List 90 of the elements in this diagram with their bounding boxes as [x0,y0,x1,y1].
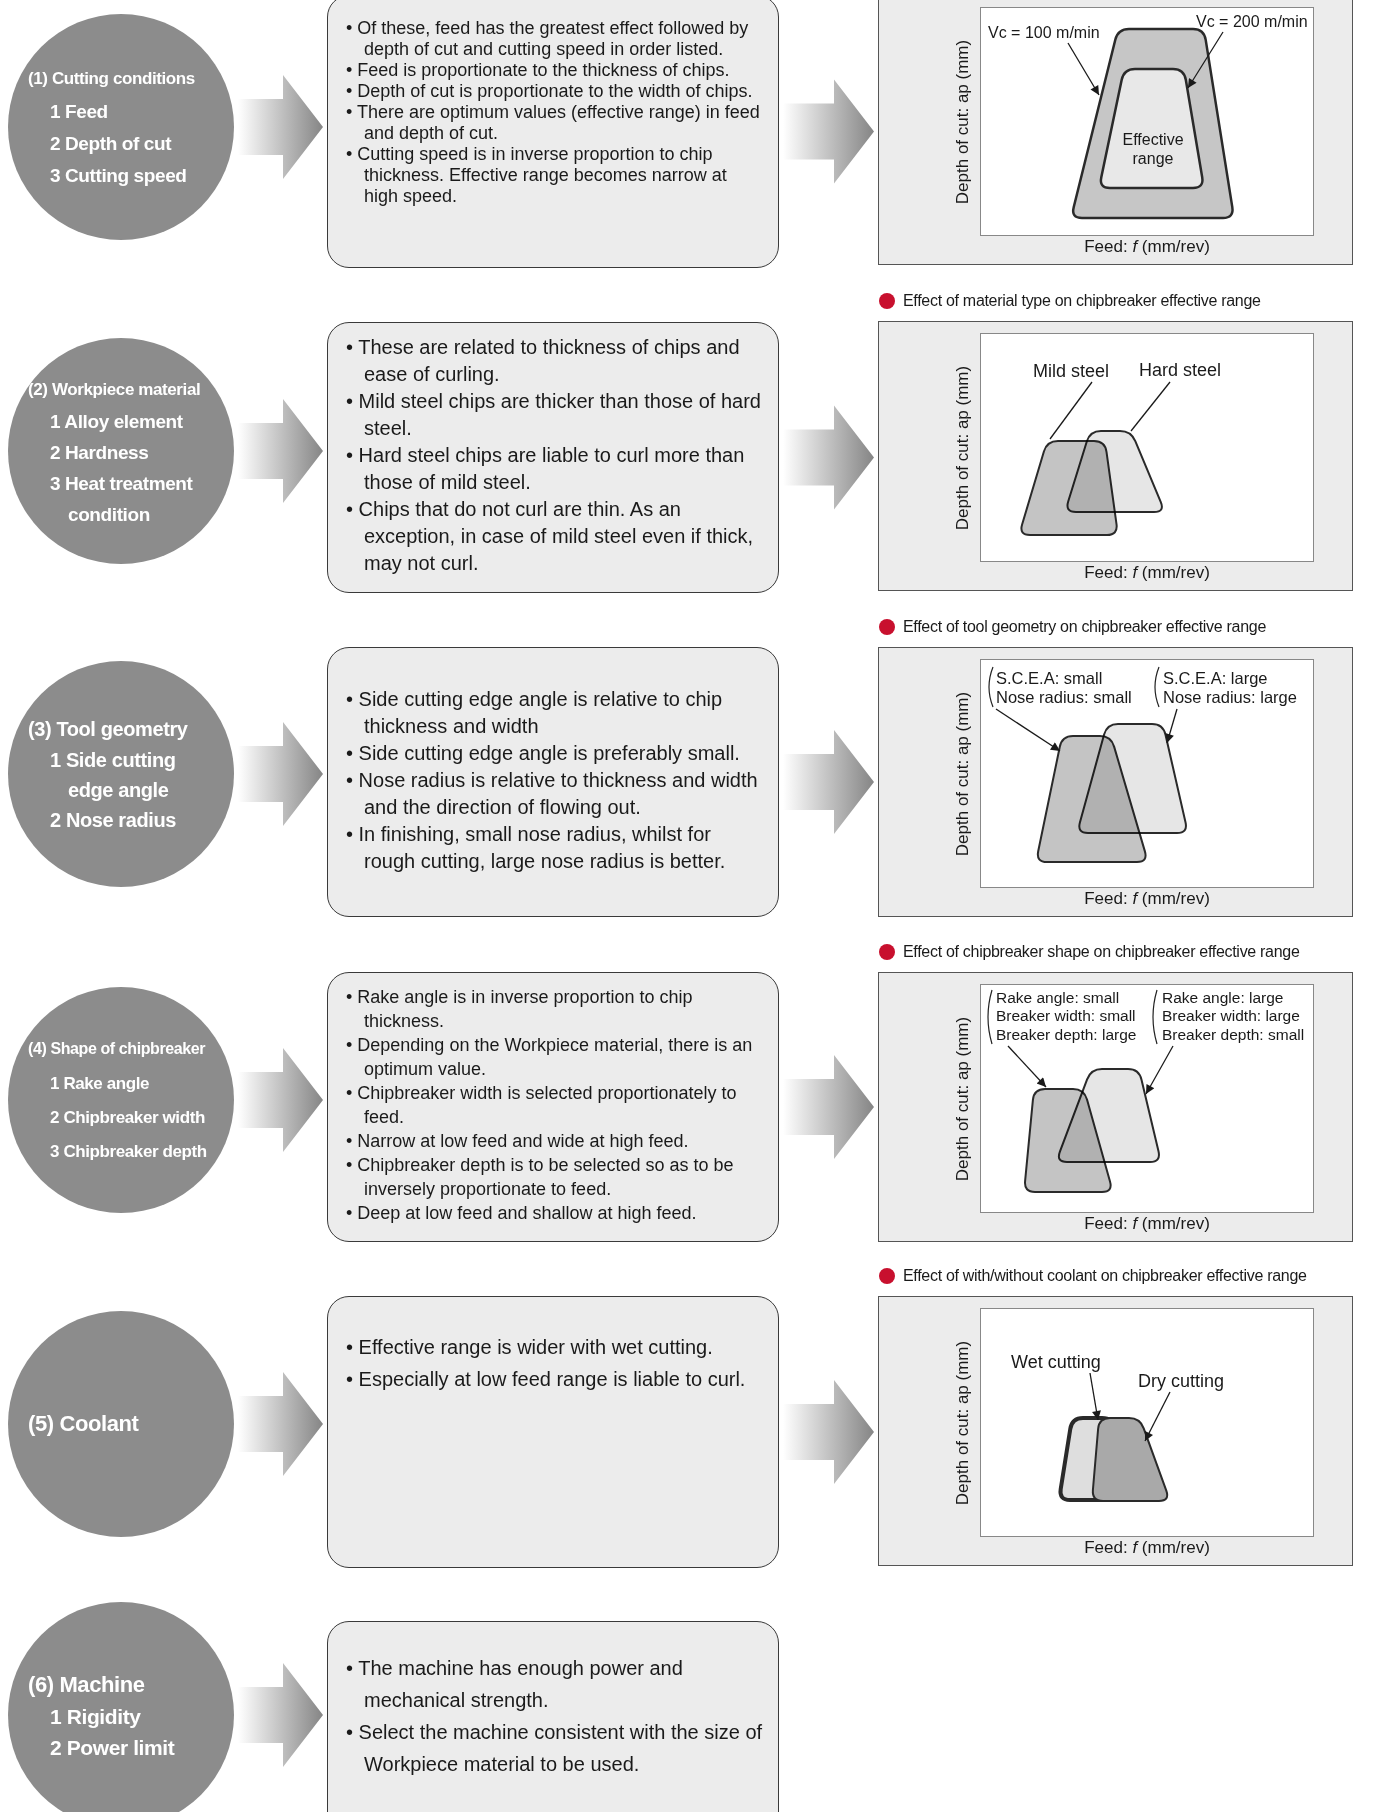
factor-item: 3 Chipbreaker depth [49,1141,208,1163]
callout-label: Nose radius: large [1163,688,1297,708]
callout-label: Vc = 200 m/min [1196,13,1308,32]
bullet-point: • Narrow at low feed and wide at high feed. [346,1130,690,1153]
leader-line [1067,42,1100,96]
callout-label: Rake angle: small [996,989,1121,1008]
leader-line [995,708,1061,752]
callout-label: Hard steel [1139,360,1222,382]
axis-label: Feed: f (mm/rev) [1083,1538,1211,1558]
factor-item: 2 Hardness [49,440,150,465]
bullet-point: • Depending on the Workpiece material, there is an optimum value. [346,1034,754,1081]
factor-item: 3 Heat treatment condition [49,471,194,527]
callout-label: Nose radius: small [996,688,1132,708]
callout-label: Breaker depth: large [996,1025,1137,1044]
leader-line [1187,31,1224,89]
bullet-point: • Nose radius is relative to thickness and width and the direction of flowing out. [346,767,759,820]
bullet-point: • Hard steel chips are liable to curl more than those of mild steel. [346,443,746,495]
bullet-point: • Depth of cut is proportionate to the width of chips. [346,81,754,102]
description-box [327,0,779,268]
callout-label: Breaker width: small [996,1007,1137,1026]
leader-line [1145,1045,1174,1095]
callout-label: S.C.E.A: small [996,669,1104,689]
bullet-point: • Side cutting edge angle is preferably small. [346,740,741,766]
bullet-point: • Feed is proportionate to the thickness of chips. [346,60,731,81]
leader-line [1049,381,1093,440]
description-box [327,1296,779,1568]
leader-line [1165,708,1178,744]
axis-label: Feed: f (mm/rev) [1083,563,1211,583]
chart-panel [878,0,1353,265]
bullet-point: • There are optimum values (effective range) in feed and depth of cut. [346,102,761,144]
axis-label: Depth of cut: ap (mm) [952,1339,972,1507]
shape-label: Effective range [1121,130,1185,168]
leader-line [1007,1045,1047,1088]
factor-item: 2 Nose radius [49,808,177,833]
bullet-point: • Select the machine consistent with the size of Workpiece material to be used. [346,1720,764,1777]
callout-label: Vc = 100 m/min [988,24,1100,43]
bullet-point: • Chipbreaker width is selected proportionately to feed. [346,1082,738,1129]
factor-item: 2 Power limit [49,1734,176,1761]
callout-label: Breaker width: large [1162,1007,1301,1026]
factor-item: 1 Rigidity [49,1703,142,1730]
bullet-point: • Effective range is wider with wet cutting. [346,1335,714,1360]
axis-label: Depth of cut: ap (mm) [952,690,972,858]
factor-heading: (4) Shape of chipbreaker [27,1039,207,1059]
bullet-point: • Especially at low feed range is liable to curl. [346,1367,747,1392]
factor-item: 1 Feed [49,100,109,124]
factor-item: 1 Alloy element [49,409,184,434]
callout-label: Breaker depth: small [1162,1025,1305,1044]
factor-item: 2 Chipbreaker width [49,1107,206,1129]
description-box [327,1621,779,1812]
bullet-point: • Side cutting edge angle is relative to chip thickness and width [346,686,724,739]
description-box [327,972,779,1242]
leader-line [1144,1391,1171,1442]
axis-label: Depth of cut: ap (mm) [952,364,972,532]
factor-heading: (6) Machine [27,1670,146,1699]
axis-label: Feed: f (mm/rev) [1083,237,1211,257]
callout-label: Mild steel [1033,361,1110,383]
chart-title: Effect of material type on chipbreaker effective range [903,292,1261,310]
bullet-point: • Cutting speed is in inverse proportion to chip thickness. Effective range becomes narrow at high speed. [346,144,728,207]
bullet-point: • Chipbreaker depth is to be selected so as to be inversely proportionate to feed. [346,1154,735,1201]
callout-label: S.C.E.A: large [1163,669,1269,689]
bullet-point: • The machine has enough power and mechanical strength. [346,1656,684,1713]
description-box [327,322,779,593]
bullet-point: • Of these, feed has the greatest effect followed by depth of cut and cutting speed in order listed. [346,18,750,60]
axis-label: Depth of cut: ap (mm) [952,1015,972,1183]
factor-heading: (2) Workpiece material [27,378,202,401]
factor-item: 1 Rake angle [49,1073,151,1095]
bullet-point: • Chips that do not curl are thin. As an exception, in case of mild steel even if thick, may not curl. [346,497,755,576]
factor-heading: (3) Tool geometry [27,717,189,742]
bullet-point: • These are related to thickness of chips and ease of curling. [346,335,741,387]
bullet-point: • Mild steel chips are thicker than those of hard steel. [346,389,762,441]
axis-label: Feed: f (mm/rev) [1083,1214,1211,1234]
leader-line [1130,381,1171,432]
chart-title: Effect of chipbreaker shape on chipbreaker effective range [903,943,1300,961]
axis-label: Feed: f (mm/rev) [1083,889,1211,909]
factor-heading: (5) Coolant [27,1410,140,1438]
chart-title: Effect of tool geometry on chipbreaker effective range [903,618,1266,636]
description-box [327,647,779,917]
callout-label: Wet cutting [1011,1352,1101,1374]
bullet-point: • Rake angle is in inverse proportion to chip thickness. [346,986,694,1033]
factor-heading: (1) Cutting conditions [27,68,196,90]
leader-line [1089,1372,1101,1421]
callout-label: Rake angle: large [1162,989,1285,1008]
callout-label: Dry cutting [1138,1371,1225,1393]
factor-item: 1 Side cutting edge angle [49,748,177,803]
factor-item: 3 Cutting speed [49,164,188,188]
bullet-point: • Deep at low feed and shallow at high feed. [346,1202,698,1225]
axis-label: Depth of cut: ap (mm) [952,38,972,206]
factor-item: 2 Depth of cut [49,132,173,156]
bullet-point: • In finishing, small nose radius, whilst for rough cutting, large nose radius is better. [346,821,727,874]
chart-title: Effect of with/without coolant on chipbreaker effective range [903,1267,1307,1285]
